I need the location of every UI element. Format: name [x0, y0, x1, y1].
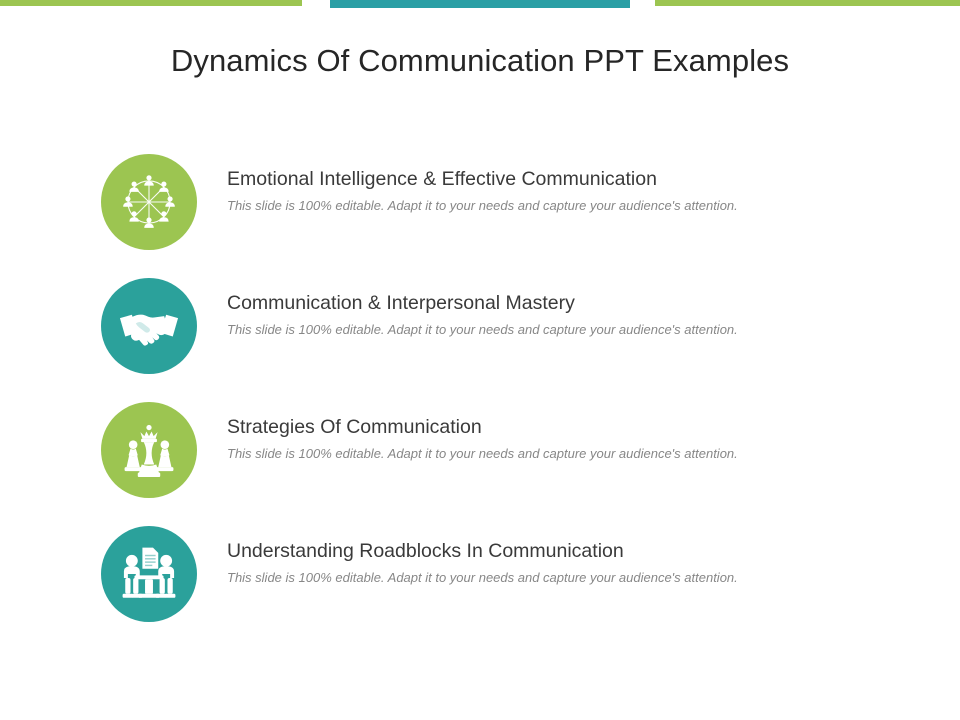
people-network-icon	[123, 175, 175, 228]
icon-badge-chess	[101, 402, 197, 498]
icon-badge-handshake	[101, 278, 197, 374]
chess-pieces-icon	[124, 424, 174, 478]
list-item[interactable]: Emotional Intelligence & Effective Commu…	[101, 154, 861, 278]
list-item-title: Emotional Intelligence & Effective Commu…	[227, 168, 657, 190]
accent-segment-green-left	[0, 0, 302, 6]
accent-segment-green-right	[655, 0, 960, 6]
list-item-description: This slide is 100% editable. Adapt it to…	[227, 446, 738, 462]
list-item[interactable]: Strategies Of Communication This slide i…	[101, 402, 861, 526]
meeting-document-icon	[122, 547, 176, 598]
list-item-description: This slide is 100% editable. Adapt it to…	[227, 322, 738, 338]
list-item-text: Understanding Roadblocks In Communicatio…	[227, 540, 807, 588]
handshake-icon	[119, 314, 179, 346]
list-item-description: This slide is 100% editable. Adapt it to…	[227, 570, 738, 586]
list-item[interactable]: Communication & Interpersonal Mastery Th…	[101, 278, 861, 402]
list-item-title: Understanding Roadblocks In Communicatio…	[227, 540, 624, 562]
page-title: Dynamics Of Communication PPT Examples	[170, 42, 790, 78]
list-item-text: Strategies Of Communication This slide i…	[227, 416, 807, 464]
icon-badge-meeting-document	[101, 526, 197, 622]
top-accent-bar	[0, 0, 960, 12]
list-item-text: Emotional Intelligence & Effective Commu…	[227, 168, 807, 216]
list-item-text: Communication & Interpersonal Mastery Th…	[227, 292, 807, 340]
icon-badge-people-network	[101, 154, 197, 250]
feature-list: Emotional Intelligence & Effective Commu…	[101, 154, 861, 650]
list-item-title: Strategies Of Communication	[227, 416, 482, 438]
list-item[interactable]: Understanding Roadblocks In Communicatio…	[101, 526, 861, 650]
accent-segment-teal-middle	[330, 0, 630, 8]
list-item-title: Communication & Interpersonal Mastery	[227, 292, 575, 314]
list-item-description: This slide is 100% editable. Adapt it to…	[227, 198, 738, 214]
